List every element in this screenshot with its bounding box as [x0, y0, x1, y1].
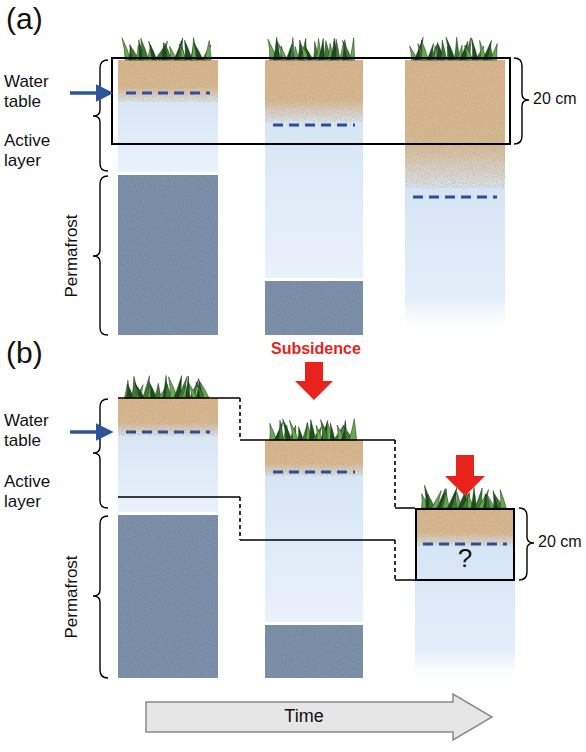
panel-letter: (a) [6, 2, 43, 37]
dimension-label: 20 cm [538, 533, 582, 551]
grass-blade [188, 382, 197, 398]
permafrost-block [265, 625, 363, 678]
dry-soil [118, 398, 218, 436]
grass-blade [279, 420, 284, 440]
active-layer-water [265, 112, 363, 278]
active-layer-water [118, 426, 218, 512]
process-label: Subsidence [271, 340, 361, 358]
dry-soil [265, 440, 363, 476]
grass-blade [200, 382, 209, 398]
active-layer-water [405, 178, 505, 338]
grass-blade [446, 37, 455, 60]
grass-blade [319, 39, 325, 60]
grass-blade [290, 37, 295, 60]
layer-label: Permafrost [62, 555, 82, 638]
unknown-mark: ? [458, 544, 472, 573]
grass-blade [298, 427, 303, 440]
grass-layer [122, 37, 506, 508]
depth-window-box: ? [415, 508, 515, 581]
grass-blade [451, 494, 456, 508]
subsidence-arrows [295, 362, 485, 496]
active-layer-water [265, 466, 363, 622]
grass-blade [500, 490, 506, 508]
layer-label: Water table [4, 72, 66, 111]
grass-blade [471, 487, 476, 508]
permafrost-block [265, 281, 363, 335]
grass-blade [335, 39, 339, 60]
dry-soil [405, 60, 505, 188]
panel-letter: (b) [6, 336, 43, 371]
permafrost-block [118, 175, 218, 335]
active-layer-water [118, 92, 218, 172]
time-arrow: Time [145, 693, 493, 741]
layer-label: Water table [4, 411, 66, 450]
dimension-label: 20 cm [533, 90, 577, 108]
grass-blade [487, 494, 495, 508]
grass-blade [141, 38, 149, 60]
dry-soil [265, 60, 363, 122]
soil-columns [118, 60, 515, 688]
water-table-line [413, 196, 497, 199]
brace-symbols [93, 58, 534, 678]
boundary-lines [118, 398, 415, 580]
grass-blade [447, 488, 456, 508]
layer-label: Active layer [4, 472, 66, 511]
depth-window [112, 58, 510, 144]
layer-label: Permafrost [62, 214, 82, 297]
grass-blade [185, 376, 190, 398]
grass-blade [350, 38, 355, 60]
dry-soil [415, 508, 515, 546]
grass-blade [471, 38, 478, 60]
axis-label: Time [284, 707, 323, 727]
water-table-line [126, 431, 210, 434]
permafrost-block [118, 515, 218, 678]
grass-blade [349, 419, 356, 440]
grass-blade [330, 423, 335, 440]
arrow-shape [146, 694, 492, 740]
grass-blade [289, 420, 298, 440]
water-table-line [273, 124, 355, 127]
grass-blade [273, 37, 280, 60]
grass-blade [135, 383, 145, 398]
layer-label: Active layer [4, 131, 66, 170]
water-table-line [273, 471, 355, 474]
dry-soil [118, 60, 218, 102]
water-table-line [126, 92, 210, 95]
active-layer-water [415, 536, 515, 688]
